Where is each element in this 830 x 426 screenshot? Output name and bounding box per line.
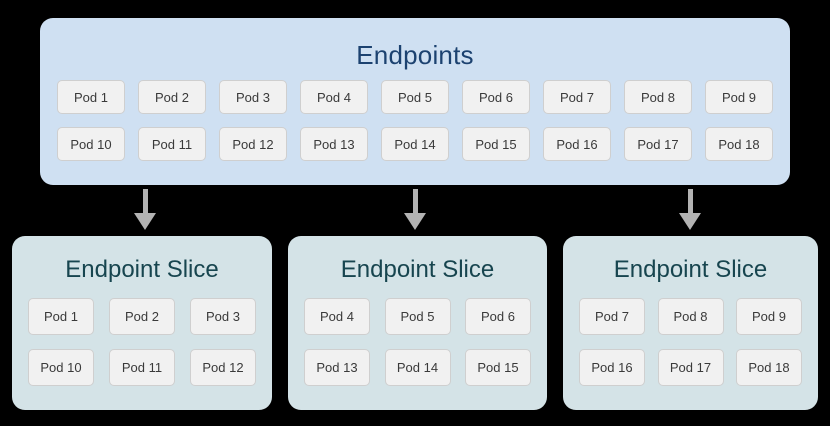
endpoint-slice-pod-grid: Pod 1 Pod 2 Pod 3 Pod 10 Pod 11 Pod 12 (28, 298, 256, 400)
pod-box: Pod 13 (300, 127, 368, 161)
pod-box: Pod 4 (300, 80, 368, 114)
endpoints-pod-grid: Pod 1 Pod 2 Pod 3 Pod 4 Pod 5 Pod 6 Pod … (57, 80, 773, 161)
arrow-shaft (413, 189, 418, 215)
pod-box: Pod 18 (705, 127, 773, 161)
pod-box: Pod 5 (381, 80, 449, 114)
pod-box: Pod 15 (462, 127, 530, 161)
pod-box: Pod 14 (384, 349, 451, 386)
pod-box: Pod 2 (138, 80, 206, 114)
pod-box: Pod 17 (624, 127, 692, 161)
endpoint-slice-pod-grid: Pod 7 Pod 8 Pod 9 Pod 16 Pod 17 Pod 18 (579, 298, 802, 400)
arrow-head (404, 213, 426, 230)
pod-box: Pod 10 (28, 349, 94, 386)
endpoints-pod-row-1: Pod 1 Pod 2 Pod 3 Pod 4 Pod 5 Pod 6 Pod … (57, 80, 773, 114)
slice-pod-row-1: Pod 1 Pod 2 Pod 3 (28, 298, 256, 335)
pod-box: Pod 4 (304, 298, 370, 335)
pod-box: Pod 15 (465, 349, 531, 386)
pod-box: Pod 1 (57, 80, 125, 114)
endpoint-slice-title: Endpoint Slice (340, 256, 495, 283)
endpoint-slice-container-1: Endpoint Slice Pod 1 Pod 2 Pod 3 Pod 10 … (12, 236, 272, 410)
arrow-head (679, 213, 701, 230)
down-arrow-icon (134, 189, 156, 230)
pod-box: Pod 6 (462, 80, 530, 114)
pod-box: Pod 3 (219, 80, 287, 114)
down-arrow-icon (679, 189, 701, 230)
pod-box: Pod 11 (138, 127, 206, 161)
pod-box: Pod 7 (579, 298, 645, 335)
pod-box: Pod 14 (381, 127, 449, 161)
slice-pod-row-2: Pod 10 Pod 11 Pod 12 (28, 349, 256, 386)
slice-pod-row-2: Pod 13 Pod 14 Pod 15 (304, 349, 531, 386)
endpoint-slice-container-2: Endpoint Slice Pod 4 Pod 5 Pod 6 Pod 13 … (288, 236, 547, 410)
pod-box: Pod 12 (219, 127, 287, 161)
pod-box: Pod 9 (736, 298, 802, 335)
slice-pod-row-1: Pod 7 Pod 8 Pod 9 (579, 298, 802, 335)
arrow-shaft (143, 189, 148, 215)
pod-box: Pod 7 (543, 80, 611, 114)
pod-box: Pod 8 (624, 80, 692, 114)
pod-box: Pod 17 (657, 349, 724, 386)
endpoint-slice-title: Endpoint Slice (65, 256, 219, 283)
pod-box: Pod 12 (190, 349, 256, 386)
pod-box: Pod 16 (543, 127, 611, 161)
endpoints-title: Endpoints (356, 40, 474, 70)
endpoint-slice-container-3: Endpoint Slice Pod 7 Pod 8 Pod 9 Pod 16 … (563, 236, 818, 410)
pod-box: Pod 5 (384, 298, 451, 335)
endpoint-slice-title: Endpoint Slice (613, 256, 768, 283)
pod-box: Pod 3 (190, 298, 256, 335)
pod-box: Pod 1 (28, 298, 94, 335)
endpoints-container: Endpoints Pod 1 Pod 2 Pod 3 Pod 4 Pod 5 … (40, 18, 790, 185)
arrow-head (134, 213, 156, 230)
pod-box: Pod 2 (109, 298, 175, 335)
pod-box: Pod 6 (465, 298, 531, 335)
pod-box: Pod 16 (579, 349, 645, 386)
pod-box: Pod 10 (57, 127, 125, 161)
pod-box: Pod 8 (657, 298, 724, 335)
arrow-shaft (688, 189, 693, 215)
pod-box: Pod 18 (736, 349, 802, 386)
slice-pod-row-1: Pod 4 Pod 5 Pod 6 (304, 298, 531, 335)
pod-box: Pod 9 (705, 80, 773, 114)
endpoints-pod-row-2: Pod 10 Pod 11 Pod 12 Pod 13 Pod 14 Pod 1… (57, 127, 773, 161)
endpoint-slice-pod-grid: Pod 4 Pod 5 Pod 6 Pod 13 Pod 14 Pod 15 (304, 298, 531, 400)
down-arrow-icon (404, 189, 426, 230)
pod-box: Pod 11 (109, 349, 175, 386)
slice-pod-row-2: Pod 16 Pod 17 Pod 18 (579, 349, 802, 386)
pod-box: Pod 13 (304, 349, 370, 386)
